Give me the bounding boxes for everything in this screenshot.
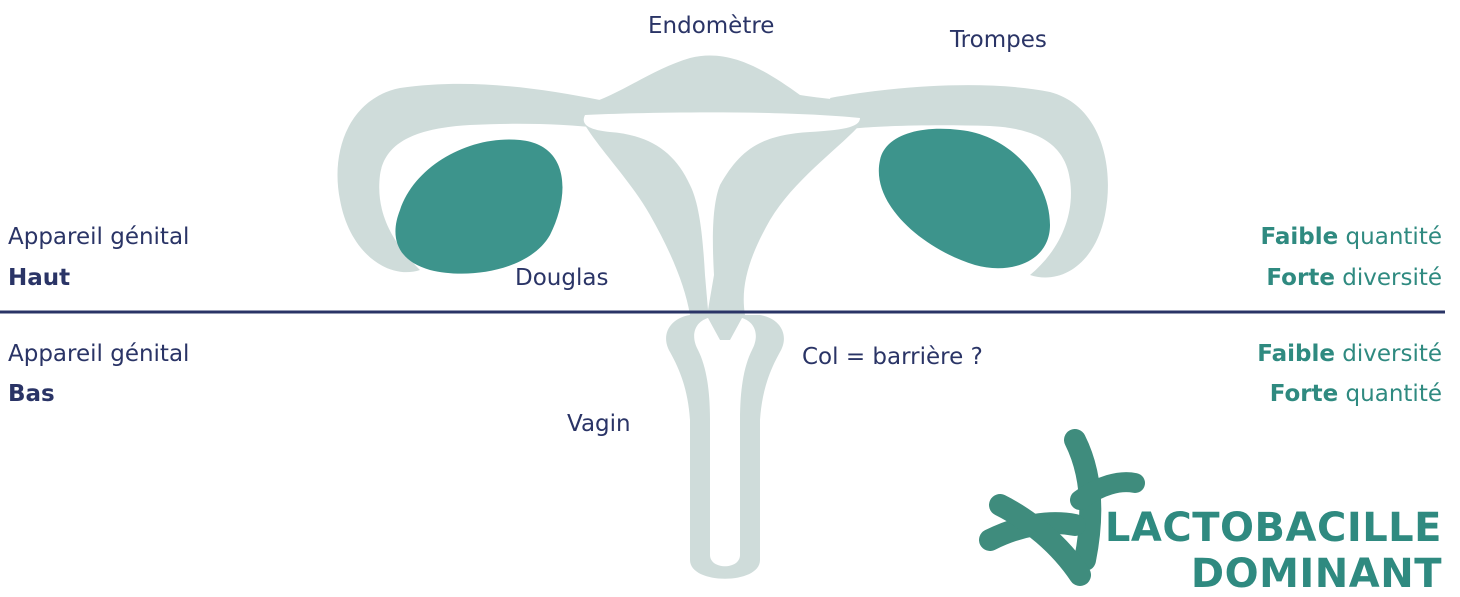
label-col: Col = barrière ? (802, 343, 983, 371)
label-vagin: Vagin (567, 410, 631, 438)
lower-tract-label-bold: Bas (8, 380, 55, 408)
uterus-body (585, 56, 870, 315)
label-trompes: Trompes (950, 26, 1047, 54)
right-ovary (879, 129, 1050, 269)
lacto-line2: DOMINANT (1105, 551, 1442, 597)
upper-tract-label: Appareil génital (8, 223, 189, 251)
left-ovary (395, 139, 562, 273)
lower-stat-diversity: Faible diversité (1257, 340, 1442, 368)
lower-tract-label: Appareil génital (8, 340, 189, 368)
lacto-line1: LACTOBACILLE (1105, 505, 1442, 551)
upper-stat-diversity: Forte diversité (1266, 264, 1442, 292)
label-endometre: Endomètre (648, 12, 774, 40)
lactobacille-dominant-label: LACTOBACILLE DOMINANT (1105, 505, 1442, 597)
upper-stat-quantity: Faible quantité (1261, 223, 1442, 251)
lower-stat-quantity: Forte quantité (1270, 380, 1442, 408)
upper-tract-label-bold: Haut (8, 264, 70, 292)
label-douglas: Douglas (515, 264, 608, 292)
